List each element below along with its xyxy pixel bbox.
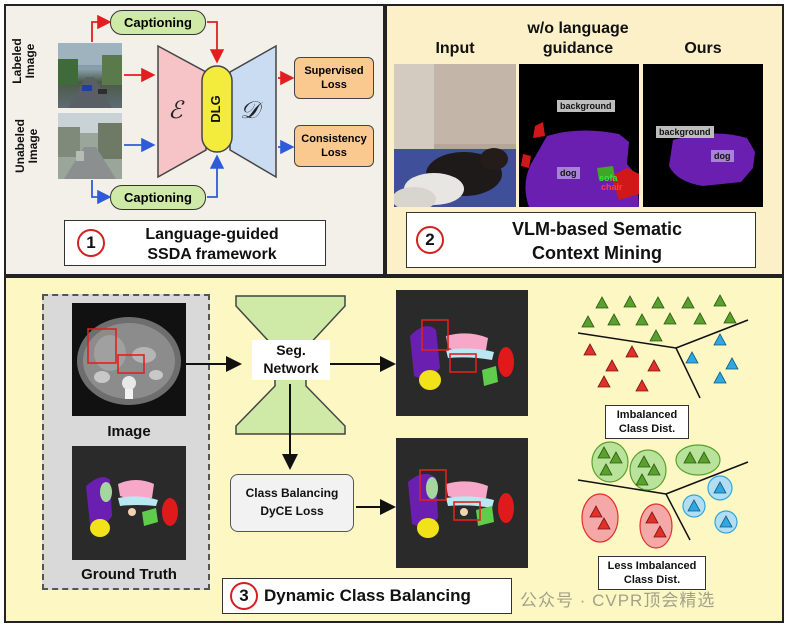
less-imbalanced-line1: Less Imbalanced — [607, 560, 697, 572]
panel1-title-box — [64, 220, 326, 266]
class-balancing-line1: Class Balancing — [245, 486, 339, 500]
gt-organs-graphic — [86, 477, 178, 537]
ground-truth-mask — [72, 446, 186, 560]
segmentation-mask-graphic — [521, 122, 639, 207]
red-triangles-imbalanced — [583, 343, 661, 392]
red-clusters — [581, 493, 673, 549]
seg-network-line2: Network — [263, 360, 319, 376]
input-dog-photo — [394, 64, 516, 207]
pred-bottom-graphic — [408, 469, 514, 538]
imbalanced-distribution — [577, 319, 749, 399]
ct-scan-graphic — [77, 317, 181, 405]
col-wo-label-line2: guidance — [542, 40, 614, 57]
labeled-street-image — [58, 43, 122, 108]
red-triangles-less — [589, 505, 667, 538]
panel3-number: 3 — [230, 582, 258, 610]
consistency-loss-box: Consistency Loss — [294, 125, 374, 167]
tag-dog-wo: dog — [557, 167, 580, 179]
panel1-title-line1: Language-guided — [145, 226, 279, 243]
tag-sofa-wo: sofa — [599, 173, 618, 183]
wo-guidance-mask — [519, 64, 639, 207]
decoder-symbol: 𝒟 — [240, 96, 260, 124]
encoder-symbol: ℰ — [168, 96, 183, 124]
col-wo-label-line1: w/o language — [527, 20, 629, 37]
captioning-bottom: Captioning — [110, 185, 206, 210]
less-imbalanced-label-box — [598, 556, 706, 590]
green-triangles-less — [597, 446, 711, 486]
class-balancing-line2: DyCE Loss — [260, 504, 324, 518]
imbalanced-line1: Imbalanced — [616, 409, 678, 421]
class-balancing-box — [230, 474, 354, 532]
panel3-title-box — [222, 578, 512, 614]
tag-chair-wo: chair — [601, 182, 623, 192]
prediction-mask-top — [396, 290, 528, 416]
less-imbalanced-line2: Class Dist. — [623, 574, 681, 586]
green-clusters — [591, 441, 721, 491]
panel3-title: Dynamic Class Balancing — [264, 586, 471, 605]
panel1-flow-graphic — [91, 14, 295, 205]
pred-top-graphic — [410, 319, 514, 390]
col-input-label: Input — [435, 40, 475, 57]
tag-background-ours: background — [656, 126, 714, 138]
panel2-title-box — [406, 212, 756, 268]
blue-triangles-less — [687, 481, 733, 528]
panel1-number: 1 — [77, 229, 105, 257]
green-triangles-imbalanced — [581, 294, 737, 342]
panel1-title-line2: SSDA framework — [147, 246, 277, 263]
less-imbalanced-distribution — [577, 461, 749, 541]
panel2-title-line1: VLM-based Sematic — [511, 219, 683, 239]
encoder-block — [157, 44, 207, 179]
imbalanced-line2: Class Dist. — [618, 423, 676, 435]
col-ours-label: Ours — [684, 40, 722, 57]
image-caption: Image — [107, 423, 151, 440]
panel2-number: 2 — [416, 226, 444, 254]
blue-triangles-imbalanced — [685, 333, 739, 384]
tag-dog-ours: dog — [711, 150, 734, 162]
ct-image — [72, 303, 186, 416]
gt-caption: Ground Truth — [81, 566, 177, 583]
imbalanced-label-box — [605, 405, 689, 439]
dog-on-sofa-graphic — [394, 64, 516, 207]
tag-background-wo: background — [557, 100, 615, 112]
street-scene-graphic — [58, 43, 122, 108]
street-scene-graphic-2 — [58, 113, 122, 179]
seg-network-label-box — [252, 340, 330, 380]
supervised-loss-box: Supervised Loss — [294, 57, 374, 99]
panel2-title-line2: Context Mining — [532, 243, 662, 263]
unlabeled-street-image — [58, 113, 122, 179]
prediction-mask-bottom — [396, 438, 528, 568]
seg-network-line1: Seg. — [276, 342, 306, 358]
dlg-block — [201, 65, 233, 153]
watermark-text: 公众号 · CVPR顶会精选 — [520, 591, 716, 610]
